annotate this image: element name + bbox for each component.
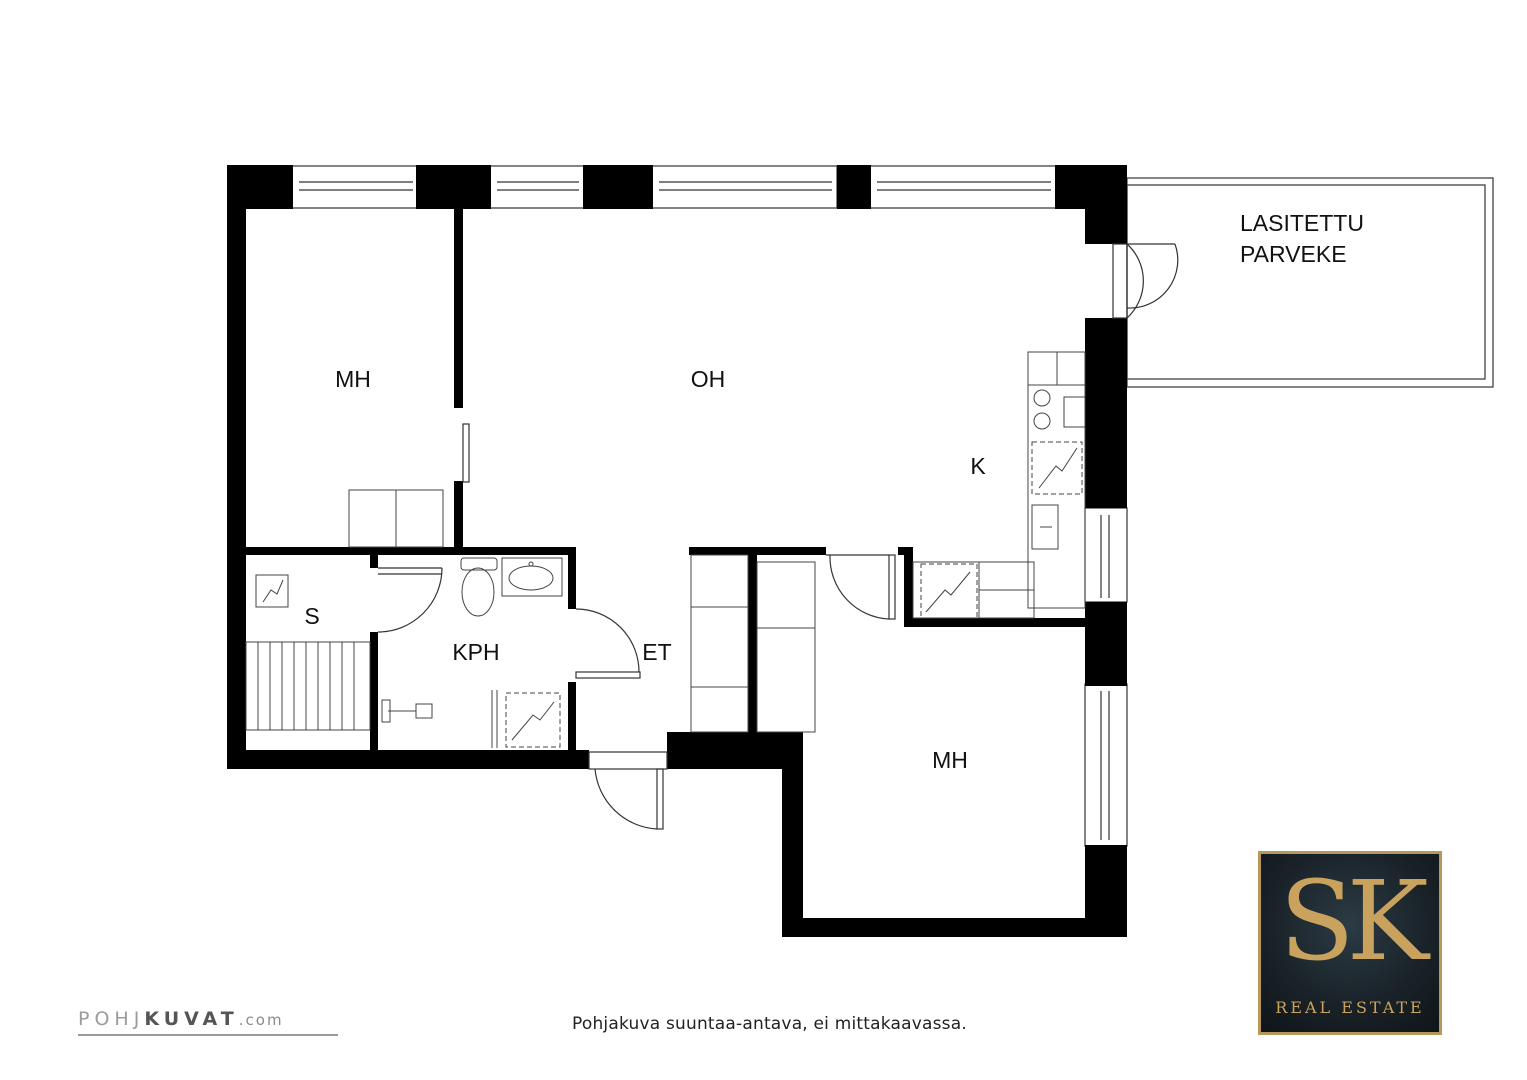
brand-part3: .com [238, 1011, 284, 1029]
room-label-kph: KPH [452, 639, 499, 665]
room-label-et: ET [642, 639, 671, 665]
room-label-mh-right: MH [932, 747, 968, 773]
brand-underline [78, 1034, 338, 1036]
pohjakuvat-logo: POHJKUVAT.com [78, 1008, 284, 1030]
balcony-label-line1: LASITETTU [1240, 210, 1364, 236]
balcony-label-line2: PARVEKE [1240, 241, 1347, 267]
room-label-oh: OH [691, 366, 726, 392]
brand-part2: KUVAT [144, 1008, 239, 1030]
sk-real-estate-logo: SK REAL ESTATE [1258, 851, 1442, 1035]
room-label-mh-left: MH [335, 366, 371, 392]
logo-letters: SK [1279, 857, 1429, 985]
brand-part1: POHJ [78, 1008, 145, 1030]
disclaimer-caption: Pohjakuva suuntaa-antava, ei mittakaavas… [572, 1014, 967, 1034]
room-labels: MH OH K S KPH ET MH LASITETTU PARVEKE [304, 210, 1364, 773]
room-label-k: K [970, 453, 986, 479]
room-label-s: S [304, 603, 319, 629]
logo-subtitle: REAL ESTATE [1275, 998, 1425, 1017]
walls [227, 165, 1127, 937]
fixtures [245, 351, 1086, 748]
doors [377, 243, 1179, 830]
